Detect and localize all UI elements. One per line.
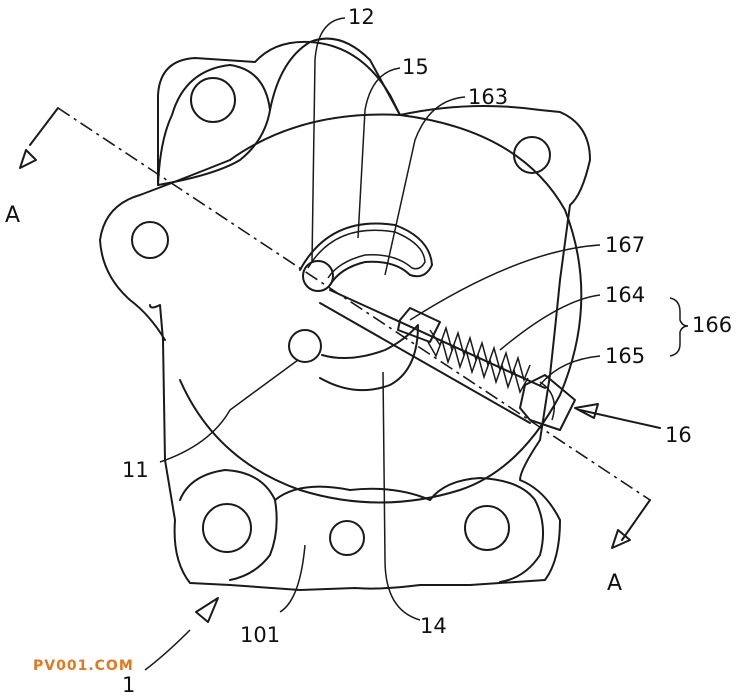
right-upper-bolt-hole <box>513 136 551 174</box>
section-arrow-right-leg <box>621 499 651 541</box>
label-164: 164 <box>605 283 645 307</box>
leader-11 <box>159 359 299 463</box>
leader-16 <box>579 409 661 429</box>
label-163: 163 <box>468 85 508 109</box>
watermark: PV001.COM <box>33 658 134 674</box>
label-11: 11 <box>122 458 149 482</box>
top-lobe <box>269 37 401 116</box>
section-arrow-left-head <box>19 149 37 169</box>
left-bolt-hole <box>131 221 169 259</box>
leader-101 <box>279 544 306 613</box>
bottom-center-hole <box>329 520 365 556</box>
leader-163 <box>384 96 466 276</box>
bottom-left-lug <box>179 469 278 581</box>
section-mark-right: A <box>607 571 622 596</box>
bottom-right-lug <box>429 477 545 583</box>
plug-inner <box>539 381 555 421</box>
bottom-right-bolt-hole <box>464 505 510 551</box>
upper-left-lug <box>157 64 271 186</box>
label-101: 101 <box>240 623 280 647</box>
leader-1 <box>144 629 191 671</box>
section-arrow-left-leg <box>29 107 59 146</box>
label-166: 166 <box>692 313 732 337</box>
valve-bore-lower <box>319 302 531 424</box>
inlet-port-11 <box>288 329 322 363</box>
label-15: 15 <box>402 55 429 79</box>
arrow-1-head <box>195 597 219 623</box>
valve-piston <box>397 307 441 343</box>
bottom-left-bolt-hole <box>202 503 252 553</box>
bottom-center-lobe <box>274 485 431 501</box>
spring <box>427 325 531 394</box>
leader-14 <box>382 371 421 621</box>
label-1: 1 <box>122 673 135 697</box>
leader-165 <box>539 355 601 386</box>
leader-15 <box>357 67 401 239</box>
section-line <box>57 107 651 501</box>
leader-12 <box>311 17 346 263</box>
upper-left-bolt-hole <box>190 77 236 123</box>
outlet-port-12 <box>302 260 334 292</box>
leader-164 <box>499 294 601 351</box>
section-mark-left: A <box>5 203 20 228</box>
valve-bore-upper <box>329 289 546 389</box>
lower-crescent-14 <box>319 324 419 392</box>
label-16: 16 <box>665 423 692 447</box>
section-arrow-right-head <box>611 529 631 549</box>
arrow-16-head <box>574 403 599 419</box>
label-14: 14 <box>420 614 447 638</box>
crescent-slot <box>299 222 433 286</box>
label-165: 165 <box>605 344 645 368</box>
crescent-slot-inner <box>307 229 426 279</box>
leader-167 <box>409 244 601 321</box>
label-167: 167 <box>605 233 645 257</box>
cover-circle <box>179 113 583 504</box>
housing-outline <box>149 40 591 591</box>
plug <box>519 374 576 431</box>
label-12: 12 <box>348 5 375 29</box>
brace-166 <box>669 297 689 357</box>
